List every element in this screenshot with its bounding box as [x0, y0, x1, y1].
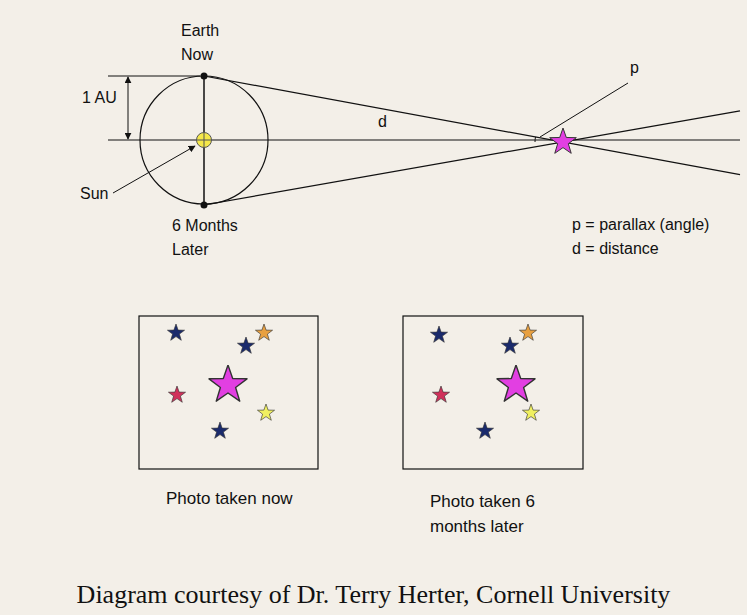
sun-symbol	[204, 133, 205, 148]
star	[209, 365, 247, 401]
credit-caption: Diagram courtesy of Dr. Terry Herter, Co…	[77, 582, 671, 608]
star	[519, 324, 536, 340]
dimension-line	[128, 77, 129, 139]
photo-label: Photo taken now	[166, 489, 293, 509]
sun-symbol	[197, 133, 212, 148]
dimension-tick	[108, 140, 140, 141]
star	[432, 386, 449, 402]
star	[522, 404, 539, 420]
star	[497, 365, 535, 401]
photo-frame	[139, 316, 318, 469]
sight-line	[204, 111, 740, 205]
star	[168, 386, 185, 402]
star	[255, 324, 272, 340]
sun-label: Sun	[80, 184, 108, 204]
star	[167, 324, 184, 340]
angle-label: p	[630, 58, 639, 78]
star	[476, 422, 493, 438]
earth-dot	[201, 202, 208, 209]
leader-line	[540, 83, 628, 137]
legend-note: d = distance	[572, 239, 659, 259]
star	[237, 337, 254, 353]
star	[257, 404, 274, 420]
star	[430, 326, 447, 342]
distance-label: d	[378, 112, 387, 132]
star	[550, 128, 577, 153]
position-label: 6 Months Later	[172, 214, 248, 262]
dimension-tick	[108, 76, 200, 77]
leader-line	[113, 146, 195, 193]
earth-dot	[201, 73, 208, 80]
star	[211, 422, 228, 438]
angle-arc	[535, 137, 537, 142]
dimension-label: 1 AU	[82, 88, 117, 108]
star	[501, 337, 518, 353]
position-label: Earth Now	[181, 19, 233, 67]
photo-label: Photo taken 6 months later	[430, 489, 556, 539]
legend-note: p = parallax (angle)	[572, 215, 709, 235]
distance-line	[140, 139, 740, 140]
photo-frame	[403, 316, 583, 469]
